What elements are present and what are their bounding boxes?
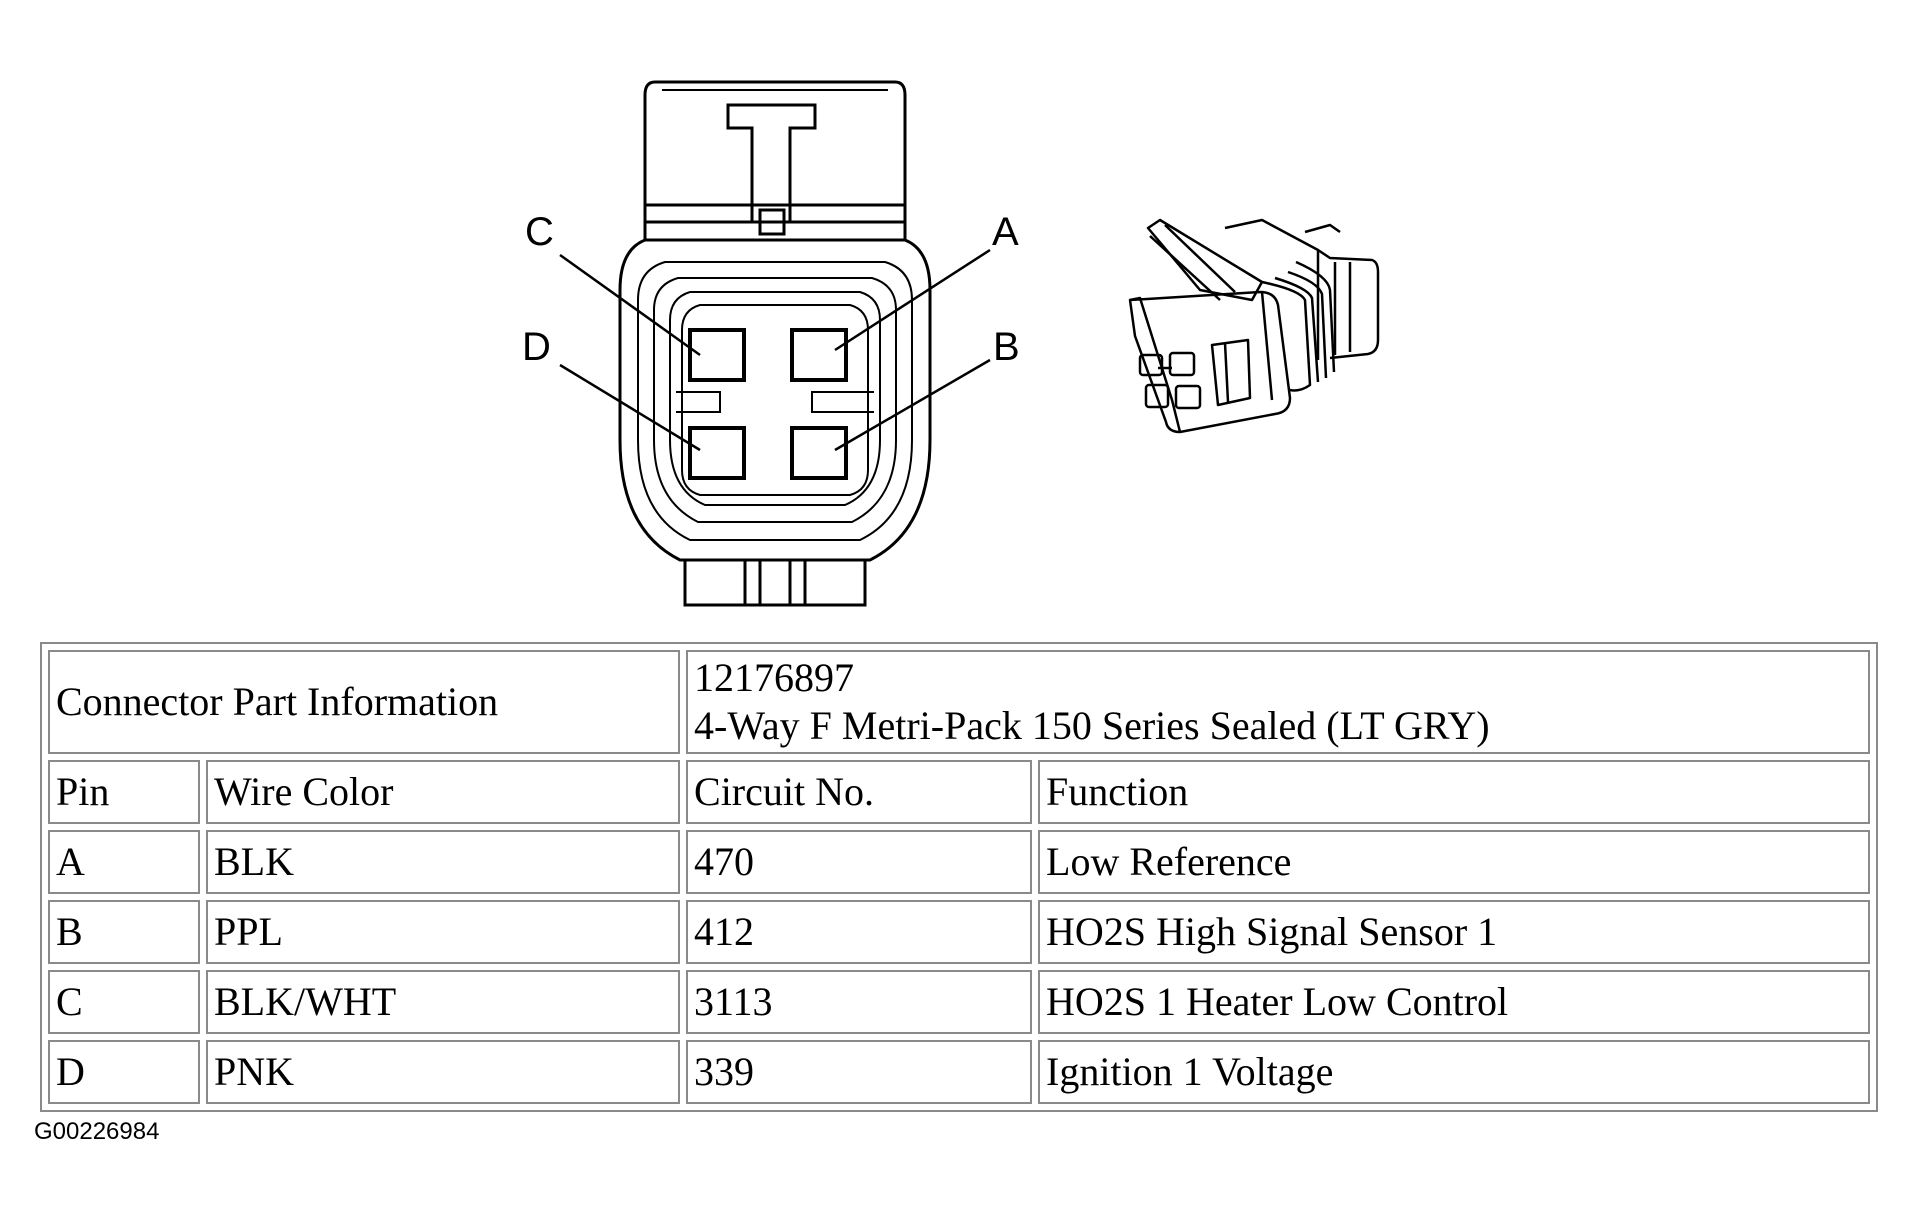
connector-diagram: C A D B [522,80,1380,607]
part-info-row: Connector Part Information 12176897 4-Wa… [48,650,1870,754]
function-cell: HO2S High Signal Sensor 1 [1038,900,1870,964]
connector-isometric-view [1128,218,1380,434]
table-row: B PPL 412 HO2S High Signal Sensor 1 [48,900,1870,964]
table-row: C BLK/WHT 3113 HO2S 1 Heater Low Control [48,970,1870,1034]
table-row: A BLK 470 Low Reference [48,830,1870,894]
circuit-cell: 3113 [686,970,1033,1034]
wire-color-cell: BLK [206,830,681,894]
pin-cell: D [48,1040,200,1104]
function-cell: HO2S 1 Heater Low Control [1038,970,1870,1034]
connector-pinout-table: Connector Part Information 12176897 4-Wa… [40,642,1878,1112]
circuit-cell: 470 [686,830,1033,894]
circuit-cell: 339 [686,1040,1033,1104]
circuit-cell: 412 [686,900,1033,964]
column-header-pin: Pin [48,760,200,824]
function-cell: Low Reference [1038,830,1870,894]
pin-cell: C [48,970,200,1034]
part-info-label: Connector Part Information [48,650,681,754]
wire-color-cell: BLK/WHT [206,970,681,1034]
pin-cell: A [48,830,200,894]
pin-label-c: C [525,210,554,254]
connector-face-view [618,80,932,607]
pin-cell: B [48,900,200,964]
pin-label-b: B [993,325,1020,369]
table-header-row: Pin Wire Color Circuit No. Function [48,760,1870,824]
part-description: 4-Way F Metri-Pack 150 Series Sealed (LT… [694,703,1490,748]
wire-color-cell: PNK [206,1040,681,1104]
column-header-function: Function [1038,760,1870,824]
figure-id: G00226984 [34,1118,160,1145]
wire-color-cell: PPL [206,900,681,964]
column-header-wire-color: Wire Color [206,760,681,824]
pin-leader-lines [559,248,991,452]
part-number: 12176897 [694,655,855,700]
pin-label-a: A [992,210,1019,254]
pin-label-d: D [522,325,551,369]
column-header-circuit: Circuit No. [686,760,1033,824]
function-cell: Ignition 1 Voltage [1038,1040,1870,1104]
part-info-value: 12176897 4-Way F Metri-Pack 150 Series S… [686,650,1870,754]
table-row: D PNK 339 Ignition 1 Voltage [48,1040,1870,1104]
